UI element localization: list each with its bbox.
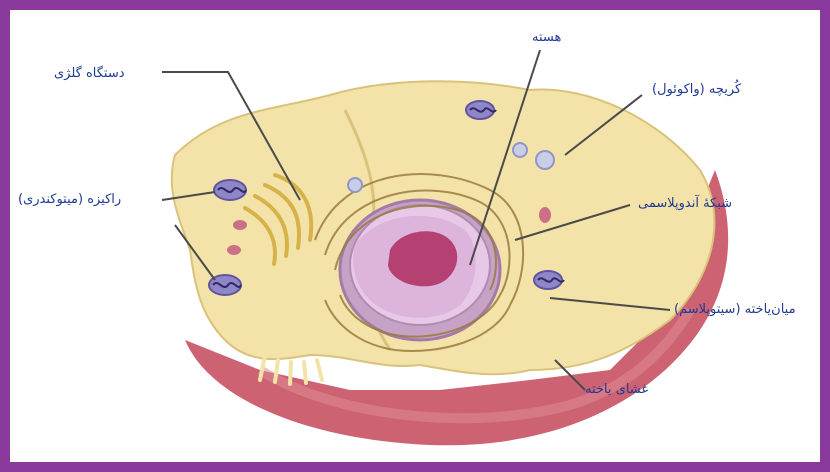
diagram-panel: دستگاه گلژی هسته کُریچه (واکوئول) راکیزه… (10, 10, 820, 462)
label-mitochondria: راکیزه (میتوکندری) (18, 192, 121, 207)
label-nucleus: هسته (532, 30, 561, 45)
label-er: شبکهٔ آندوپلاسمی (638, 196, 732, 211)
cell-illustration (10, 10, 820, 462)
label-membrane: غشای یاخته (585, 382, 648, 397)
label-golgi: دستگاه گلژی (54, 66, 125, 81)
label-cytoplasm: میان‌یاخته (سیتوپلاسم) (674, 302, 796, 317)
label-vacuole: کُریچه (واکوئول) (652, 82, 741, 97)
